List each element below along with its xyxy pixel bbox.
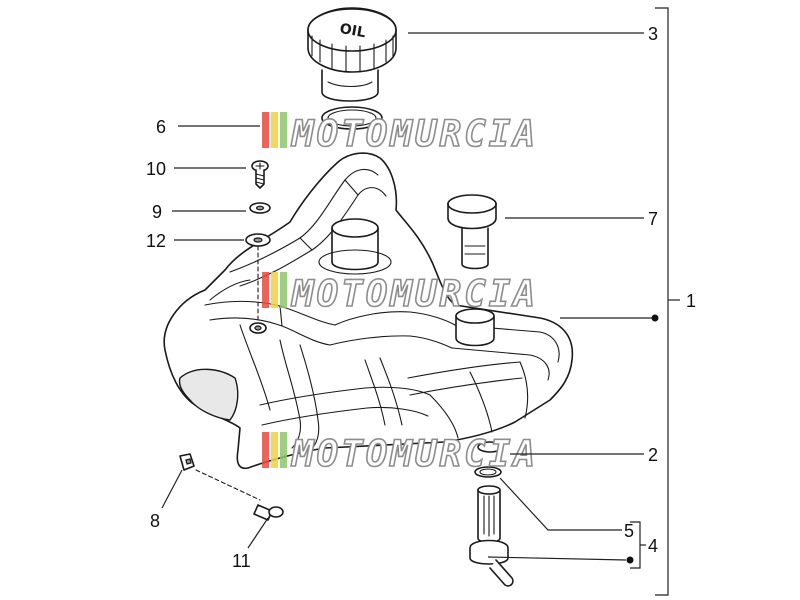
filter-fitting xyxy=(469,485,514,587)
o-ring-seal xyxy=(321,106,383,130)
oil-tank-body xyxy=(163,152,574,470)
watermark-bottom: MOTOMURCIA xyxy=(262,432,537,476)
callout-3: 3 xyxy=(648,24,658,44)
callout-4: 4 xyxy=(648,536,658,556)
oil-filler-cap: OIL xyxy=(307,7,397,102)
callout-7: 7 xyxy=(648,209,658,229)
callout-11: 11 xyxy=(232,551,251,571)
washer-12 xyxy=(245,233,271,247)
callout-9: 9 xyxy=(152,202,162,222)
lower-o-ring xyxy=(474,466,502,478)
screw-10 xyxy=(251,160,269,189)
svg-text:MOTOMURCIA: MOTOMURCIA xyxy=(291,114,537,155)
washer-9 xyxy=(249,202,271,214)
callout-8: 8 xyxy=(150,511,160,531)
watermark-middle: MOTOMURCIA xyxy=(262,272,537,316)
callout-10: 10 xyxy=(146,159,166,179)
clip-nut-8 xyxy=(179,453,195,471)
callout-2: 2 xyxy=(648,445,658,465)
callout-1: 1 xyxy=(686,291,696,311)
watermark-top: MOTOMURCIA xyxy=(262,112,537,156)
callout-5: 5 xyxy=(624,521,634,541)
svg-text:MOTOMURCIA: MOTOMURCIA xyxy=(291,274,537,315)
cap-embossing: OIL xyxy=(338,21,366,41)
callout-6: 6 xyxy=(156,117,166,137)
callout-labels: 3 6 10 9 12 7 1 2 5 4 8 11 xyxy=(146,24,696,571)
dipstick-plug xyxy=(447,194,497,270)
leader-lines xyxy=(161,7,680,596)
svg-text:MOTOMURCIA: MOTOMURCIA xyxy=(291,434,537,475)
callout-12: 12 xyxy=(146,231,166,251)
screw-11 xyxy=(195,469,284,521)
